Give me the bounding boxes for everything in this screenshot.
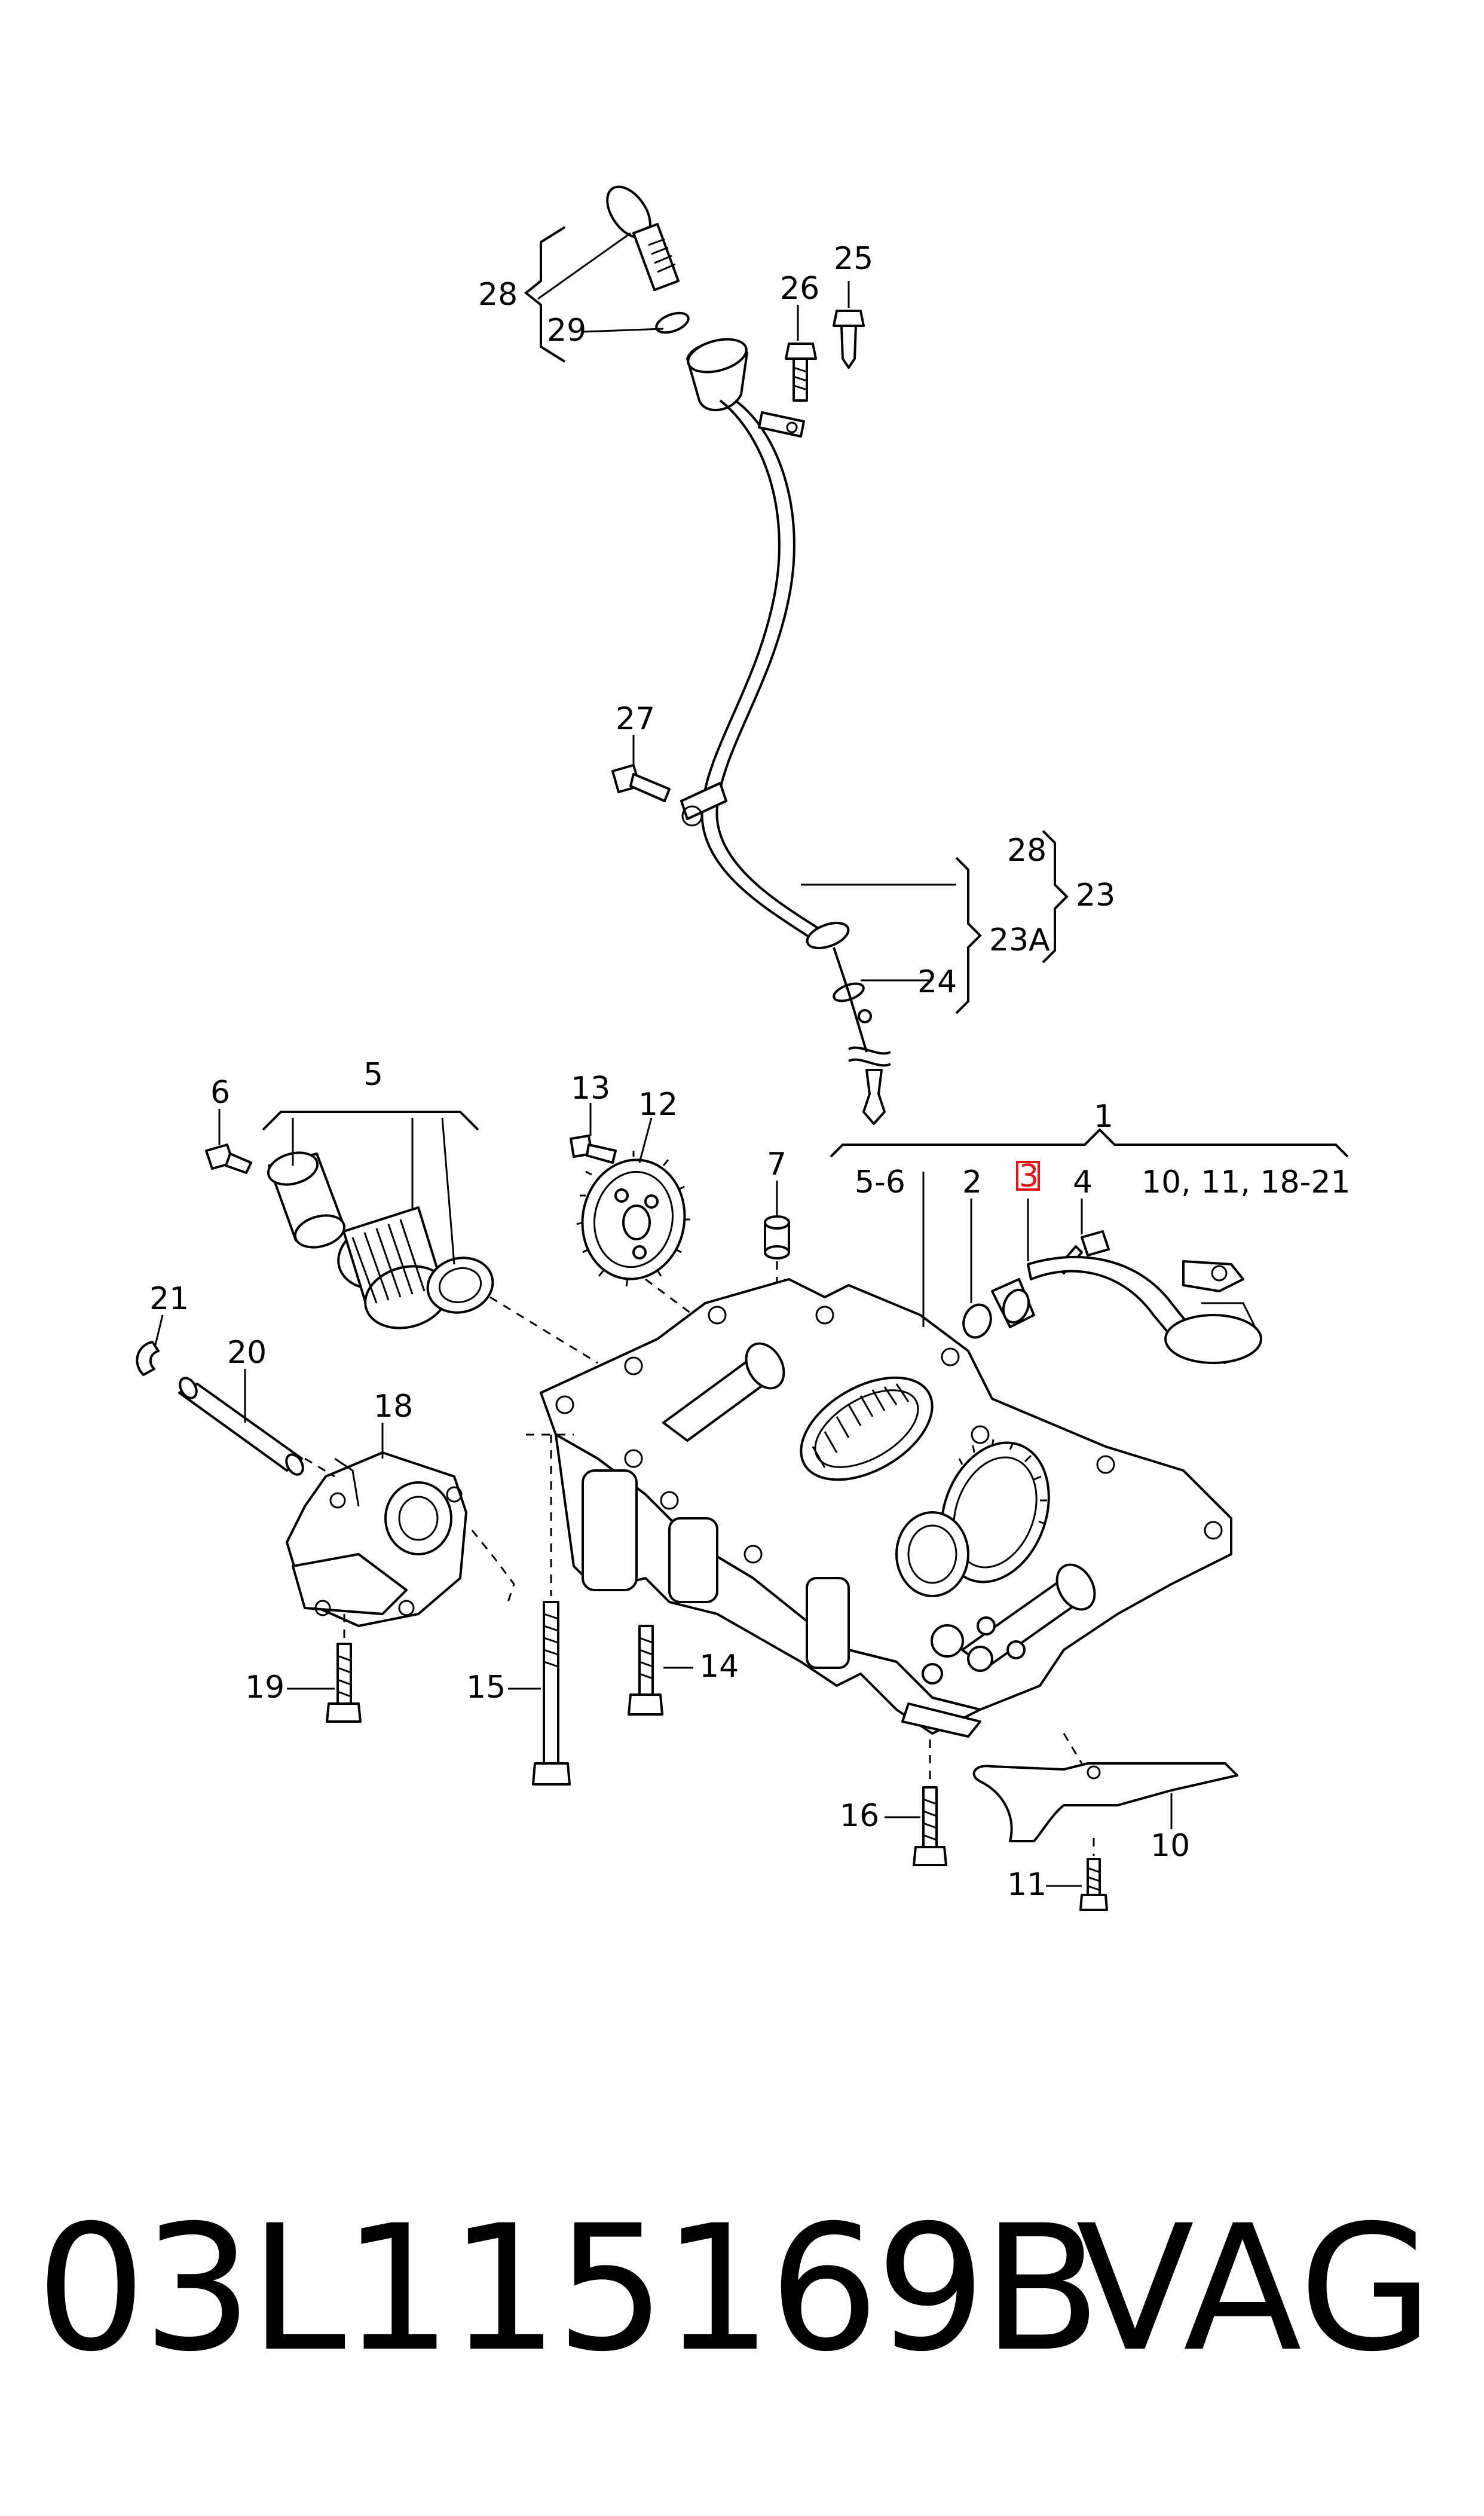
bolt-27: [611, 764, 671, 802]
label-5: 5: [363, 1057, 383, 1093]
label-13: 13: [571, 1071, 610, 1106]
highlight-box-3: [1016, 1161, 1040, 1191]
label-20: 20: [227, 1335, 267, 1371]
callout-labels: 1 5-6 2 3 4 10, 11, 18-21 5 6 7 12 13 14…: [149, 241, 1351, 1903]
part-number: 03L115169B: [36, 2188, 1101, 2390]
gear-12: [576, 1151, 690, 1287]
bolt-26: [785, 343, 817, 402]
label-25: 25: [834, 241, 873, 277]
label-4: 4: [1073, 1164, 1093, 1200]
bolt-11: [1079, 1858, 1108, 1911]
label-26: 26: [780, 271, 819, 307]
brand-name: VAG: [1076, 2188, 1433, 2390]
bolt-13: [570, 1135, 617, 1164]
bolt-15: [532, 1601, 571, 1786]
label-23a: 23A: [989, 922, 1050, 958]
clip-25: [833, 310, 865, 369]
label-10-11-18-21: 10, 11, 18-21: [1142, 1164, 1351, 1200]
label-15: 15: [466, 1670, 506, 1705]
label-3: 3: [1019, 1158, 1039, 1194]
label-24: 24: [917, 964, 957, 1000]
balance-shaft-housing: [540, 1278, 1232, 1738]
pin-20: [178, 1377, 304, 1476]
label-19: 19: [245, 1670, 284, 1705]
label-14: 14: [699, 1649, 739, 1685]
label-1: 1: [1094, 1099, 1113, 1135]
label-18: 18: [374, 1389, 413, 1424]
label-21: 21: [149, 1281, 189, 1317]
label-12: 12: [638, 1087, 678, 1123]
o-ring-2: [962, 1303, 992, 1339]
bolt-19: [326, 1643, 362, 1723]
label-16: 16: [840, 1798, 879, 1834]
shaft-bearing-group: [205, 1144, 494, 1329]
footer: 03L115169B VAG: [0, 2176, 1484, 2403]
label-28-top: 28: [478, 277, 518, 313]
dipstick-assembly: [606, 185, 891, 1125]
label-27: 27: [616, 701, 655, 737]
label-7: 7: [767, 1147, 787, 1182]
bolt-16: [913, 1786, 947, 1866]
label-10: 10: [1151, 1828, 1190, 1864]
bolt-14: [628, 1625, 663, 1716]
oil-pump-18: [286, 1451, 467, 1627]
label-23: 23: [1076, 878, 1115, 913]
label-28-right: 28: [1007, 833, 1047, 869]
bracket-10: [972, 1762, 1238, 1842]
label-5-6: 5-6: [855, 1164, 905, 1200]
label-6: 6: [210, 1075, 230, 1111]
label-29: 29: [547, 313, 586, 348]
label-11: 11: [1007, 1867, 1047, 1903]
label-2: 2: [962, 1164, 982, 1200]
plug-7: [764, 1215, 790, 1259]
